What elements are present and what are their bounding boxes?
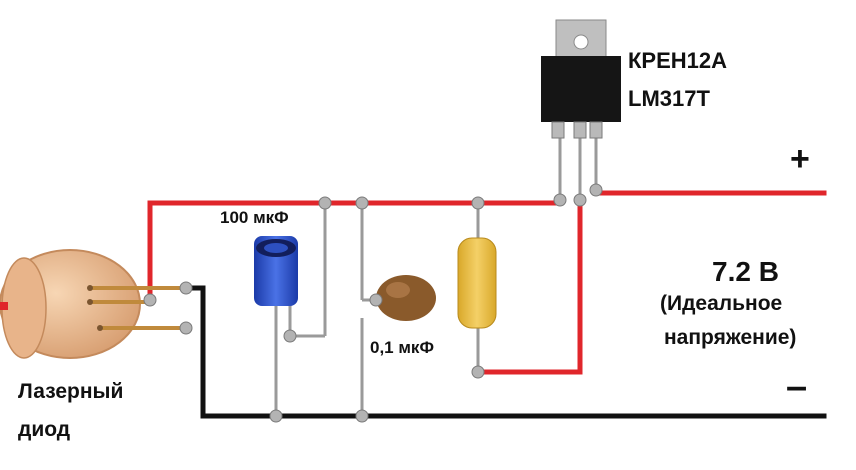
laser-diode-label-line2: диод (18, 418, 71, 441)
ceramic-capacitor (376, 275, 436, 321)
regulator-label-lm317: LM317T (628, 86, 710, 111)
laser-diode (0, 249, 186, 359)
resistor (457, 237, 497, 329)
ceramic-cap-label: 0,1 мкФ (370, 338, 434, 357)
connection-nodes (143, 183, 603, 423)
positive-wire (147, 190, 827, 375)
negative-wire (183, 285, 827, 419)
voltage-note-line1: (Идеальное (660, 292, 783, 315)
voltage-note-line2: напряжение) (664, 326, 797, 349)
voltage-value: 7.2 В (712, 256, 779, 287)
voltage-regulator (541, 19, 621, 139)
electrolytic-capacitor (254, 236, 298, 306)
regulator-label-kren: КРЕН12А (628, 48, 728, 73)
positive-terminal-label: + (790, 140, 810, 178)
laser-diode-label-line1: Лазерный (18, 380, 124, 403)
electrolytic-cap-label: 100 мкФ (220, 208, 289, 227)
negative-terminal-label: – (786, 366, 808, 408)
